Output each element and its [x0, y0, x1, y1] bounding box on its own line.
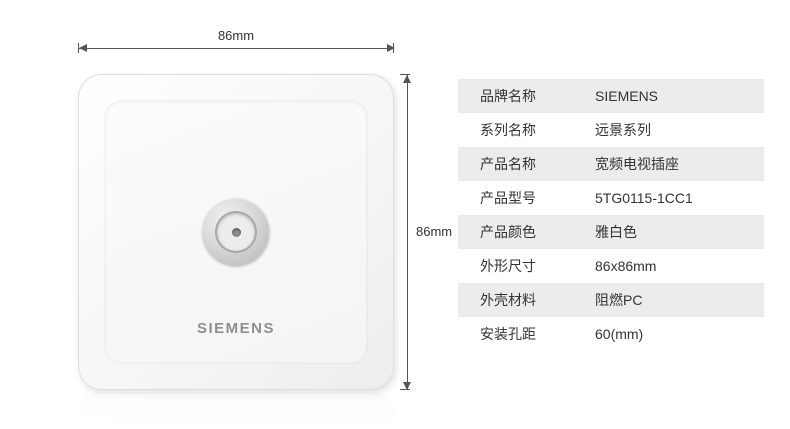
- wall-plate-inner-panel: SIEMENS: [105, 101, 367, 363]
- spec-label: 产品名称: [480, 156, 536, 172]
- coax-connector: [203, 199, 269, 265]
- spec-label: 产品型号: [480, 190, 536, 206]
- spec-value: 86x86mm: [595, 258, 657, 274]
- spec-value: 60(mm): [595, 326, 644, 342]
- spec-value: 5TG0115-1CC1: [595, 190, 693, 206]
- height-dimension-label: 86mm: [416, 224, 453, 239]
- width-dimension-line: [78, 48, 394, 49]
- plate-mirror: SIEMENS: [78, 392, 394, 429]
- spec-label: 系列名称: [480, 122, 536, 138]
- table-row: 外形尺寸 86x86mm: [458, 249, 764, 283]
- brand-logo-text: SIEMENS: [196, 320, 275, 337]
- spec-value: 宽频电视插座: [595, 156, 679, 172]
- wall-plate: SIEMENS: [78, 74, 394, 390]
- table-row: 外壳材料 阻燃PC: [458, 283, 764, 317]
- table-row: 品牌名称 SIEMENS: [458, 79, 764, 113]
- table-row: 产品颜色 雅白色: [458, 215, 764, 249]
- spec-label: 产品颜色: [480, 224, 536, 240]
- spec-label: 安装孔距: [480, 326, 536, 342]
- arrow-up-icon: [403, 75, 411, 83]
- plate-reflection: SIEMENS: [78, 392, 394, 429]
- arrow-left-icon: [79, 44, 87, 52]
- spec-label: 品牌名称: [480, 88, 536, 104]
- spec-label: 外壳材料: [480, 292, 536, 308]
- plate-mirror-inner-panel: SIEMENS: [105, 419, 367, 429]
- height-dimension-line: [407, 74, 408, 390]
- spec-value: SIEMENS: [595, 88, 659, 104]
- spec-label: 外形尺寸: [480, 258, 536, 274]
- width-dimension-label: 86mm: [217, 28, 255, 43]
- width-dimension-tick-left: [78, 43, 79, 53]
- table-row: 安装孔距 60(mm): [458, 317, 764, 351]
- arrow-right-icon: [387, 44, 395, 52]
- arrow-down-icon: [403, 382, 411, 390]
- coax-connector-ring: [215, 211, 257, 253]
- table-row: 系列名称 远景系列: [458, 113, 764, 147]
- spec-value: 远景系列: [595, 122, 651, 138]
- coax-connector-pin: [231, 227, 241, 237]
- spec-table: 品牌名称 SIEMENS 系列名称 远景系列 产品名称 宽频电视插座 产品型号 …: [458, 79, 764, 351]
- spec-value: 雅白色: [595, 224, 637, 240]
- table-row: 产品型号 5TG0115-1CC1: [458, 181, 764, 215]
- height-dimension-tick-top: [400, 74, 410, 75]
- spec-value: 阻燃PC: [595, 292, 643, 308]
- table-row: 产品名称 宽频电视插座: [458, 147, 764, 181]
